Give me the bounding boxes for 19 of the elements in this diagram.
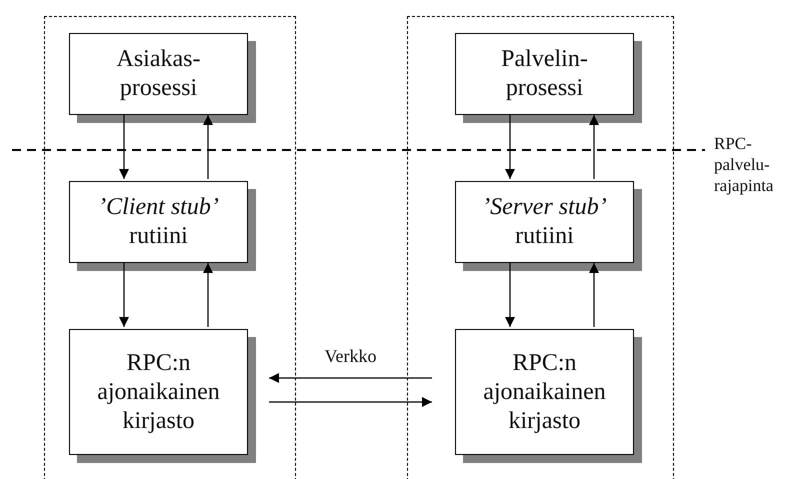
arrow	[119, 263, 129, 327]
arrow	[119, 115, 129, 179]
arrow	[589, 263, 599, 327]
arrow	[505, 115, 515, 179]
box-label: RPC:n ajonaikainen kirjasto	[482, 348, 607, 436]
interface-label: RPC- palvelu- rajapinta	[714, 133, 774, 196]
box-label: Asiakas- prosessi	[116, 45, 202, 103]
box-label: ’Server stub’ rutiini	[481, 193, 608, 251]
box-label: RPC:n ajonaikainen kirjasto	[96, 348, 221, 436]
arrow	[505, 263, 515, 327]
arrow	[203, 263, 213, 327]
arrow	[269, 397, 432, 407]
box-label: Palvelin- prosessi	[500, 45, 589, 103]
arrow	[269, 373, 432, 383]
group-frame	[407, 16, 674, 479]
arrow	[203, 115, 213, 179]
box-label: ’Client stub’ rutiini	[97, 193, 220, 251]
group-frame	[44, 16, 296, 479]
arrow	[589, 115, 599, 179]
